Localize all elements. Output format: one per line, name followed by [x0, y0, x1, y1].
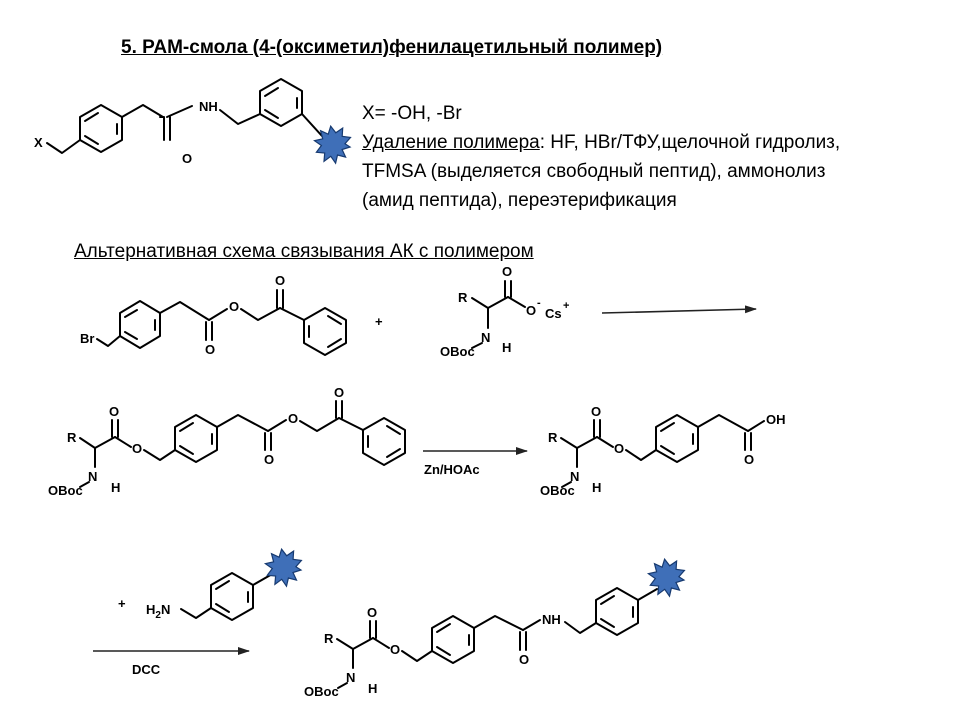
alternative-scheme-heading: Альтернативная схема связывания АК с пол… — [74, 241, 534, 262]
atom-r-label: R — [548, 430, 558, 445]
hydroxyl-oh: OH — [766, 412, 786, 427]
aminomethyl-polymer: H2N — [146, 547, 303, 621]
amide-carbonyl-o: O — [519, 652, 529, 667]
reagent-dcc: DCC — [132, 662, 161, 677]
minus-charge: - — [537, 297, 541, 309]
ketone-o: O — [334, 385, 344, 400]
ester-o: O — [614, 441, 624, 456]
atom-x-label: X — [34, 135, 43, 150]
boc-aa-oxymethylphenylacetic-acid: R O O O OH N OBoc H — [540, 404, 786, 498]
boc-aa-phenacyl-ester: R O O O O O N OBoc H — [48, 385, 406, 498]
benzene-ring — [259, 78, 303, 127]
info-x-definition: X= -OH, -Br — [362, 103, 462, 124]
amine-h: H — [592, 480, 601, 495]
plus-charge: + — [563, 300, 569, 312]
benzene-ring — [362, 417, 406, 466]
info-line-4: (амид пептида), переэтерификация — [362, 190, 677, 211]
carboxylate-o: O — [502, 264, 512, 279]
amide-nh: NH — [199, 99, 218, 114]
polymer-bead-icon — [263, 547, 303, 588]
info-line-3: TFMSA (выделяется свободный пептид), амм… — [362, 161, 826, 182]
amine-h2n: H2N — [146, 602, 170, 621]
oboc-label: OBoc — [48, 483, 83, 498]
benzene-ring — [210, 572, 254, 621]
benzene-ring — [303, 307, 347, 356]
info-removal-methods: : HF, HBr/ТФУ,щелочной гидролиз, — [539, 132, 841, 153]
carbonyl-o: O — [264, 452, 274, 467]
benzene-ring — [174, 414, 218, 463]
atom-r-label: R — [324, 631, 334, 646]
amine-h: H — [368, 681, 377, 696]
carbonyl-o: O — [182, 151, 192, 166]
amine-h: H — [502, 340, 511, 355]
plus-sign: + — [375, 314, 383, 329]
benzene-ring — [431, 615, 475, 664]
ester-o: O — [390, 642, 400, 657]
cesium-label: Cs — [545, 306, 562, 321]
boc-amino-acid-cesium-salt: R O O - Cs + N OBoc H — [440, 264, 569, 359]
oboc-label: OBoc — [540, 483, 575, 498]
reaction-arrow-icon — [601, 305, 757, 314]
acid-carbonyl-o: O — [744, 452, 754, 467]
ester-carbonyl-o: O — [367, 605, 377, 620]
ester-o: O — [132, 441, 142, 456]
page-title: 5. PAM-смола (4-(оксиметил)фенилацетильн… — [121, 37, 663, 58]
amine-n: N — [88, 469, 97, 484]
info-removal-line: Удаление полимера: HF, HBr/ТФУ,щелочной … — [362, 128, 840, 157]
amine-n: N — [570, 469, 579, 484]
amine-n: N — [481, 330, 490, 345]
bromo-phenacyl-ester: Br O O O — [80, 273, 347, 357]
polymer-bead-icon — [646, 557, 686, 598]
ester-carbonyl-o: O — [591, 404, 601, 419]
ester-o: O — [288, 411, 298, 426]
polymer-bead-icon — [313, 124, 352, 165]
carbonyl-o: O — [205, 342, 215, 357]
benzene-ring — [79, 104, 123, 153]
pam-resin-structure: X O NH — [34, 78, 352, 166]
atom-br-label: Br — [80, 331, 94, 346]
info-block: X= -OH, -Br Удаление полимера: HF, HBr/Т… — [362, 99, 840, 215]
ester-o: O — [229, 299, 239, 314]
atom-r-label: R — [458, 290, 468, 305]
reagent-zn-hoac: Zn/HOAc — [424, 462, 480, 477]
info-removal-label: Удаление полимера — [362, 132, 540, 153]
amine-h: H — [111, 480, 120, 495]
plus-sign: + — [118, 596, 126, 611]
resin-bound-boc-amino-acid: R O O O NH N OBoc H — [304, 557, 686, 699]
benzene-ring — [655, 414, 699, 463]
oboc-label: OBoc — [440, 344, 475, 359]
atom-r-label: R — [67, 430, 77, 445]
oboc-label: OBoc — [304, 684, 339, 699]
carboxylate-o-minus: O — [526, 303, 536, 318]
amide-nh: NH — [542, 612, 561, 627]
amine-n: N — [346, 670, 355, 685]
ketone-o: O — [275, 273, 285, 288]
ester-carbonyl-o: O — [109, 404, 119, 419]
benzene-ring — [595, 587, 639, 636]
